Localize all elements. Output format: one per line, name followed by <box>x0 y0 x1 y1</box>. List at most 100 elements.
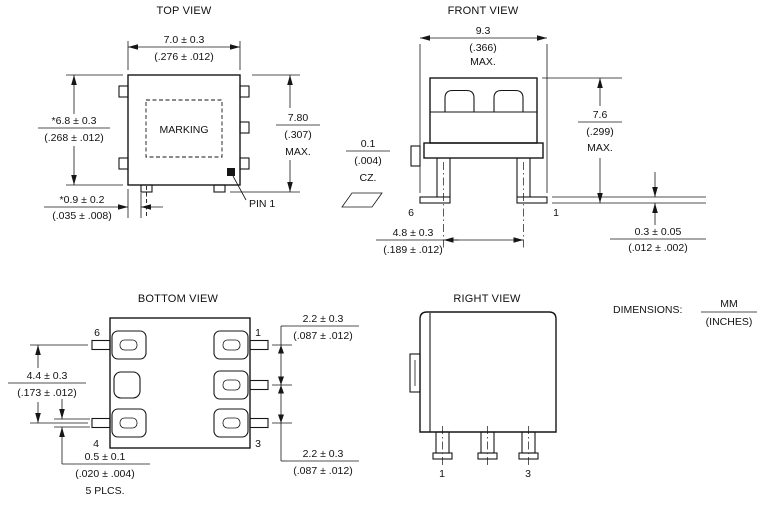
right-pin-left: 1 <box>439 468 445 480</box>
coplanarity-qual: CZ. <box>360 172 377 184</box>
lead-pin1 <box>239 85 250 98</box>
lead-width-mm: 0.5 ± 0.1 <box>85 451 126 463</box>
pad-slot <box>222 417 241 429</box>
pad-pin1 <box>213 330 249 360</box>
pad-slot <box>119 339 138 351</box>
top-height-mm: *6.8 ± 0.3 <box>52 115 97 127</box>
pin1-leader-line <box>232 175 247 201</box>
core-outline <box>429 77 538 144</box>
coplanarity-in: (.004) <box>354 155 381 167</box>
front-pin-right: 1 <box>553 207 559 219</box>
lead-pin6 <box>91 339 111 351</box>
bottom-body-outline <box>109 317 251 449</box>
lead-pin4 <box>118 157 129 170</box>
row-span-in: (.173 ± .012) <box>17 387 76 399</box>
pad-slot <box>119 417 138 429</box>
legend-units-in: (INCHES) <box>706 316 753 328</box>
lead-pin3 <box>239 157 250 170</box>
mounting-foot-right <box>213 184 226 193</box>
front-width-in: (.366) <box>469 42 496 54</box>
foot-pin6 <box>419 196 451 204</box>
row-pitch-top-mm: 2.2 ± 0.3 <box>303 313 344 325</box>
coplanarity-mm: 0.1 <box>361 138 376 150</box>
lead-thickness-mm: 0.3 ± 0.05 <box>635 226 682 238</box>
pad-slot <box>222 339 241 351</box>
bottom-view-title: BOTTOM VIEW <box>138 293 219 305</box>
top-overall-mm: 7.80 <box>288 112 309 124</box>
pad-pin2 <box>213 370 249 400</box>
front-view-title: FRONT VIEW <box>448 5 519 17</box>
top-body-outline <box>127 74 241 186</box>
mounting-clip <box>410 145 421 167</box>
front-height-in: (.299) <box>586 126 613 138</box>
lead-pin6 <box>118 85 129 98</box>
pad-pin4 <box>111 408 147 438</box>
top-height-in: (.268 ± .012) <box>44 132 103 144</box>
bottom-pin-bottom-left: 4 <box>93 438 99 450</box>
lead-width-qual: 5 PLCS. <box>85 485 124 497</box>
pad-slot <box>222 379 241 391</box>
arrowhead <box>278 385 284 394</box>
right-view-part: 1 3 <box>409 311 557 480</box>
foot-pin1 <box>516 196 548 204</box>
front-pin-left: 6 <box>408 207 414 219</box>
front-view: FRONT VIEW 6 1 9.3 (.366) M <box>341 5 706 256</box>
front-view-dimensions: 9.3 (.366) MAX. 7.6 (.299) MAX. 0.1 (.00… <box>341 25 706 256</box>
bottom-pin-top-left: 6 <box>94 327 100 339</box>
dimensions-legend: DIMENSIONS: MM (INCHES) <box>613 298 757 328</box>
pad-pin3 <box>213 408 249 438</box>
pin1-label: PIN 1 <box>249 198 275 210</box>
lead-span-mm: 4.8 ± 0.3 <box>393 227 434 239</box>
front-height-mm: 7.6 <box>593 109 608 121</box>
lead-pin1 <box>249 339 269 351</box>
arrowhead <box>278 345 284 354</box>
top-view-part: MARKING PIN 1 <box>118 74 275 216</box>
row-pitch-top-in: (.087 ± .012) <box>293 330 352 342</box>
pad-pin6 <box>111 330 147 360</box>
bottom-view-dimensions: 4.4 ± 0.3 (.173 ± .012) 2.2 ± 0.3 (.087 … <box>8 313 359 497</box>
top-width-mm: 7.0 ± 0.3 <box>164 34 205 46</box>
arrowhead <box>278 376 284 385</box>
winding-dome-left <box>444 89 475 112</box>
bottom-view-part: 6 1 4 3 <box>91 317 269 450</box>
lead-pin4 <box>91 417 111 429</box>
top-view: TOP VIEW MARKING PIN 1 7.0 ± 0.3 (.276 ±… <box>38 5 320 222</box>
winding-dome-right <box>493 89 524 112</box>
front-width-qual: MAX. <box>470 56 496 68</box>
top-overall-qual: MAX. <box>285 146 311 158</box>
top-view-dimensions: 7.0 ± 0.3 (.276 ± .012) *6.8 ± 0.3 (.268… <box>38 34 320 222</box>
right-body-outline <box>419 311 557 433</box>
marking-boundary <box>145 99 223 158</box>
arrowhead <box>278 414 284 423</box>
pin1-indicator <box>227 168 235 176</box>
top-offset-mm: *0.9 ± 0.2 <box>60 194 105 206</box>
top-width-in: (.276 ± .012) <box>154 51 213 63</box>
flange-outline <box>423 142 544 159</box>
lead-span-in: (.189 ± .012) <box>383 244 442 256</box>
pad-pin5-noleads <box>113 371 141 399</box>
front-view-part: 6 1 <box>408 77 559 248</box>
coplanarity-zone-symbol <box>341 192 383 208</box>
right-view-title: RIGHT VIEW <box>453 293 521 305</box>
legend-units-mm: MM <box>720 298 738 310</box>
top-view-title: TOP VIEW <box>157 5 212 17</box>
bottom-pin-bottom-right: 3 <box>255 438 261 450</box>
top-overall-in: (.307) <box>284 129 311 141</box>
row-pitch-bottom-in: (.087 ± .012) <box>293 465 352 477</box>
right-pin-right: 3 <box>525 468 531 480</box>
marking-label: MARKING <box>159 124 208 136</box>
lead-pin3 <box>249 417 269 429</box>
row-span-mm: 4.4 ± 0.3 <box>27 370 68 382</box>
lead-pin2 <box>249 379 269 391</box>
lead-pin2 <box>239 121 250 134</box>
top-offset-in: (.035 ± .008) <box>52 210 111 222</box>
lead-width-in: (.020 ± .004) <box>75 468 134 480</box>
bottom-view: BOTTOM VIEW 6 1 4 3 <box>8 293 359 497</box>
front-width-mm: 9.3 <box>476 25 491 37</box>
lead-thickness-in: (.012 ± .002) <box>628 242 687 254</box>
front-height-qual: MAX. <box>587 142 613 154</box>
legend-label: DIMENSIONS: <box>613 304 682 316</box>
row-pitch-bottom-mm: 2.2 ± 0.3 <box>303 448 344 460</box>
